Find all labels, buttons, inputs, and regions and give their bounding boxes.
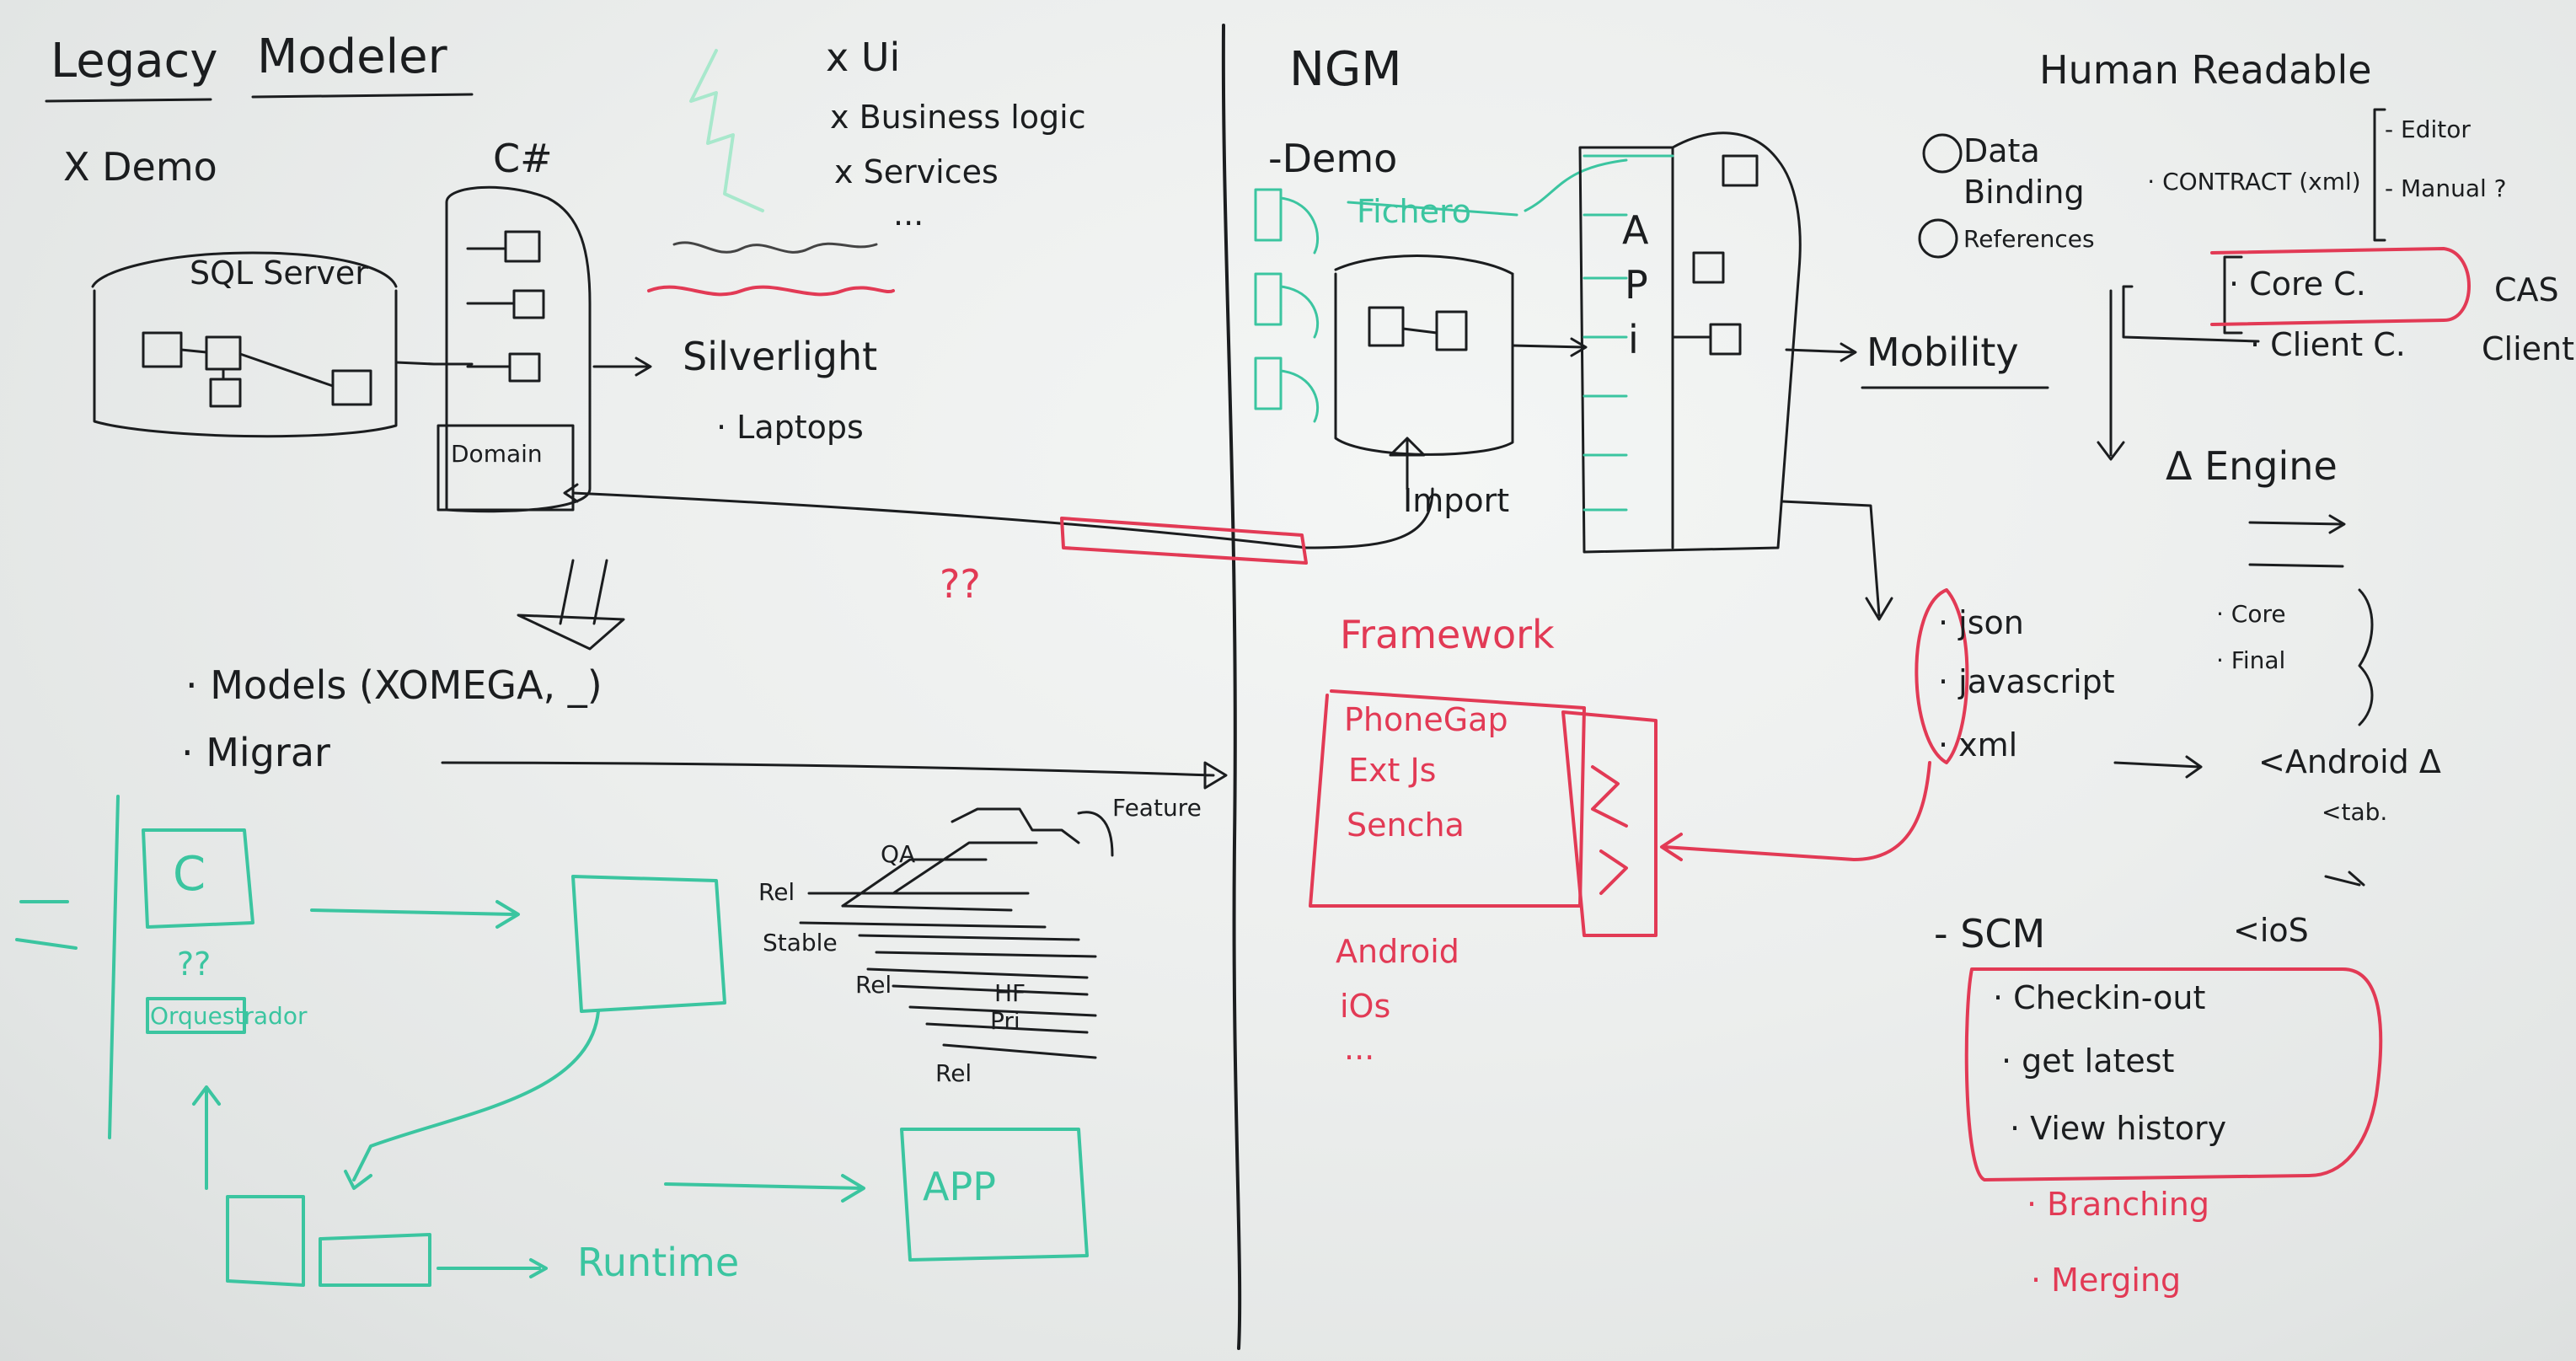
framework-sencha: Sencha xyxy=(1347,806,1465,844)
board-divider-line xyxy=(1221,24,1242,1350)
platform-ios: iOs xyxy=(1340,988,1391,1025)
human-readable-brackets xyxy=(1918,108,2386,887)
green-scribble xyxy=(689,49,764,212)
red-wave xyxy=(647,285,895,297)
heading-legacy: Legacy xyxy=(51,34,218,88)
legacy-demo: X Demo xyxy=(63,144,217,190)
framework-phonegap: PhoneGap xyxy=(1344,701,1508,738)
cas-label: CAS xyxy=(2494,271,2559,308)
branch-qa: QA xyxy=(881,840,916,868)
android-label: <Android Δ xyxy=(2258,743,2441,780)
sqlserver-db-drawing xyxy=(91,251,398,438)
fichero-label: Fichero xyxy=(1357,193,1472,230)
sqlserver-label: SQL Server xyxy=(190,255,368,292)
branch-feature: Feature xyxy=(1112,794,1202,822)
core-label: · Core xyxy=(2216,600,2286,628)
client-label: Client xyxy=(2482,330,2575,367)
api-to-formats-arrow xyxy=(1781,500,1893,621)
branch-stable: Stable xyxy=(763,929,838,956)
green-app: APP xyxy=(923,1164,996,1209)
red-question: ?? xyxy=(940,561,981,607)
ngm-db-drawing xyxy=(1334,255,1588,490)
ios-label: <ioS xyxy=(2233,912,2309,949)
domain-label: Domain xyxy=(451,440,543,468)
red-highlight-bar xyxy=(1060,517,1308,565)
scm-view-history: · View history xyxy=(2010,1110,2227,1147)
down-arrow xyxy=(517,559,625,651)
api-green-ticks xyxy=(1583,154,1674,512)
framework-title: Framework xyxy=(1340,612,1555,657)
branch-hf: HF xyxy=(994,979,1026,1007)
branch-rel: Rel xyxy=(758,878,795,906)
green-c-label: C xyxy=(173,847,206,902)
domain-import-arrow xyxy=(571,487,1434,549)
editor-label: - Editor xyxy=(2385,115,2471,143)
heading-underline xyxy=(45,93,474,103)
client-c-label: · Client C. xyxy=(2250,326,2406,363)
format-json: · json xyxy=(1938,604,2024,641)
silverlight-label: Silverlight xyxy=(683,334,878,379)
tablet-label: <tab. xyxy=(2322,798,2388,826)
scm-branching: · Branching xyxy=(2027,1186,2209,1223)
green-runtime: Runtime xyxy=(577,1240,740,1285)
scm-merging: · Merging xyxy=(2031,1262,2182,1299)
scm-red-box xyxy=(1964,967,2383,1181)
core-client-red-oval xyxy=(2210,247,2471,326)
green-question: ?? xyxy=(177,946,212,983)
formats-red-oval xyxy=(1915,588,1969,764)
api-letter-i: i xyxy=(1628,317,1639,362)
branch-rel-2: Rel xyxy=(855,971,892,999)
scm-label: - SCM xyxy=(1934,911,2046,956)
format-xml: · xml xyxy=(1938,726,2018,764)
branch-diagram xyxy=(799,807,1114,1059)
api-letter-p: P xyxy=(1625,262,1648,308)
contract-label: · CONTRACT (xml) xyxy=(2147,168,2361,196)
csharp-label: C# xyxy=(493,136,553,181)
api-container-drawing xyxy=(1578,131,1857,554)
ngm-title: NGM xyxy=(1289,42,1402,97)
human-readable-title: Human Readable xyxy=(2039,47,2372,93)
format-javascript: · javascript xyxy=(1938,663,2115,700)
final-label: · Final xyxy=(2216,646,2286,674)
migrar-label: · Migrar xyxy=(181,730,330,775)
manual-label: - Manual ? xyxy=(2385,174,2507,202)
references-label: References xyxy=(1963,225,2095,253)
scm-get-latest: · get latest xyxy=(2001,1042,2175,1080)
business-logic-item: x Business logic xyxy=(830,99,1086,136)
laptops-label: · Laptops xyxy=(716,409,864,446)
mobility-label: Mobility xyxy=(1866,330,2019,375)
framework-extjs: Ext Js xyxy=(1348,752,1437,789)
core-c-label: · Core C. xyxy=(2229,265,2366,303)
csharp-container-drawing xyxy=(394,185,652,513)
ngm-green-files xyxy=(1254,158,1628,423)
engine-label: Δ Engine xyxy=(2166,443,2338,489)
migrar-arrow xyxy=(441,761,1228,790)
heading-modeler: Modeler xyxy=(257,29,447,84)
models-label: · Models (XOMEGA, _) xyxy=(185,662,602,708)
platform-android: Android xyxy=(1336,933,1459,970)
xml-to-android-arrow xyxy=(2113,755,2203,779)
scm-checkin-out: · Checkin-out xyxy=(1993,979,2206,1016)
branch-pri: Pri xyxy=(990,1007,1020,1035)
framework-red-boxes xyxy=(1309,689,1658,937)
platform-more: ... xyxy=(1344,1030,1375,1067)
import-label: Import xyxy=(1403,482,1510,519)
ellipsis-item: ... xyxy=(893,196,924,233)
formats-to-framework-arrow xyxy=(1660,761,1931,861)
branch-rel-3: Rel xyxy=(935,1059,972,1087)
ngm-demo: -Demo xyxy=(1268,136,1398,181)
api-letter-a: A xyxy=(1622,207,1649,253)
services-item: x Services xyxy=(834,153,999,190)
green-orchestrator: Orquestrador xyxy=(150,1002,308,1030)
ui-item: x Ui xyxy=(826,35,901,80)
green-diagram xyxy=(15,795,1089,1287)
data-binding-label: Data Binding xyxy=(1963,132,2085,212)
black-wave xyxy=(672,241,878,254)
